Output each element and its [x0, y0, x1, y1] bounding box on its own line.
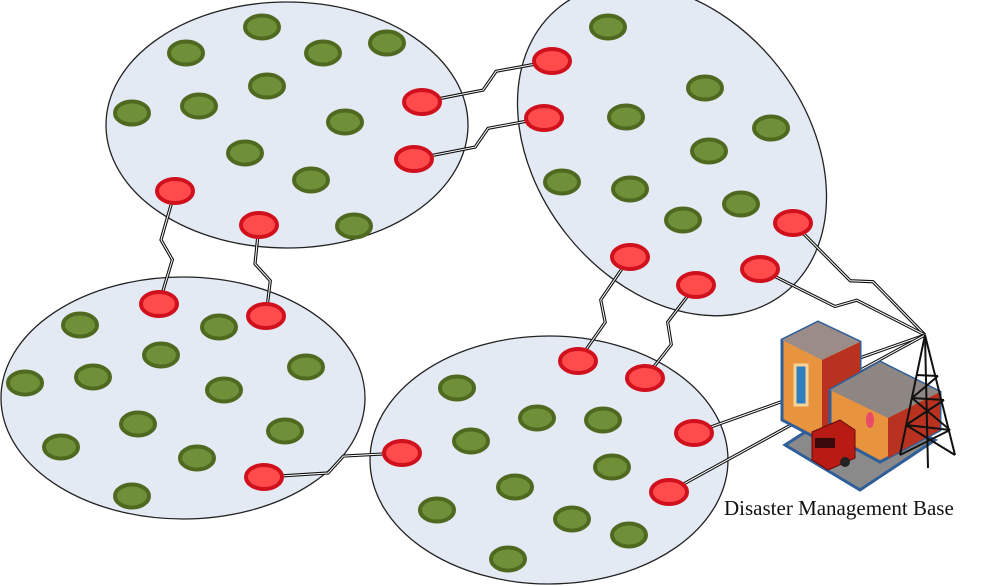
cluster-top-right — [516, 0, 828, 317]
sensor-node-green — [610, 521, 648, 549]
truck-window — [815, 438, 835, 448]
tower-roof — [782, 322, 860, 360]
sensor-node-green — [553, 505, 591, 533]
sensor-node-green — [452, 427, 490, 455]
sensor-node-green — [6, 369, 44, 397]
gateway-node-red — [773, 209, 813, 237]
sensor-node-green — [248, 72, 286, 100]
gateway-node-red — [139, 290, 179, 318]
sensor-node-green — [226, 139, 264, 167]
cluster-bottom-left — [0, 276, 366, 520]
wireless-link-inner — [421, 60, 553, 103]
sensor-node-green — [243, 13, 281, 41]
sensor-node-green — [113, 482, 151, 510]
sensor-node-green — [368, 29, 406, 57]
sensor-node-green — [326, 108, 364, 136]
sensor-node-green — [607, 103, 645, 131]
gateway-node-red — [524, 104, 564, 132]
cluster-top-left — [105, 1, 469, 249]
sensor-node-green — [113, 99, 151, 127]
disaster-management-base — [780, 320, 956, 492]
sensor-node-green — [167, 39, 205, 67]
sensor-node-green — [266, 417, 304, 445]
sensor-node-green — [518, 404, 556, 432]
sensor-node-green — [584, 406, 622, 434]
gateway-node-red — [244, 463, 284, 491]
antenna-tower-icon — [899, 334, 956, 469]
gateway-node-red — [382, 439, 422, 467]
sensor-node-green — [543, 168, 581, 196]
sensor-node-green — [752, 114, 790, 142]
truck-wheel — [840, 457, 850, 467]
gateway-node-red — [402, 88, 442, 116]
gateway-node-red — [155, 177, 195, 205]
sensor-node-green — [42, 433, 80, 461]
sensor-node-green — [200, 313, 238, 341]
sensor-node-green — [142, 341, 180, 369]
gateway-node-red — [610, 243, 650, 271]
wireless-link-inner — [577, 256, 631, 362]
sensor-node-green — [722, 190, 760, 218]
gateway-node-red — [625, 364, 665, 392]
wireless-link-inner — [644, 284, 697, 379]
wireless-link-inner — [792, 222, 926, 336]
sensor-node-green — [489, 545, 527, 573]
gateway-node-red — [676, 271, 716, 299]
sensor-node-green — [496, 473, 534, 501]
sensor-node-green — [593, 453, 631, 481]
wireless-link-inner — [158, 190, 176, 305]
gateway-node-red — [239, 211, 279, 239]
wireless-link-inner — [759, 268, 926, 336]
sensor-node-green — [686, 74, 724, 102]
gateway-node-red — [674, 419, 714, 447]
sensor-node-green — [74, 363, 112, 391]
sensor-node-green — [304, 39, 342, 67]
sensor-node-green — [664, 206, 702, 234]
sensor-node-green — [418, 496, 456, 524]
sensor-node-green — [205, 376, 243, 404]
sensor-node-green — [611, 175, 649, 203]
gateway-node-red — [246, 302, 286, 330]
sensor-node-green — [589, 13, 627, 41]
wireless-link-inner — [263, 452, 403, 478]
sensor-node-green — [438, 374, 476, 402]
door — [793, 363, 809, 407]
gateway-node-red — [532, 47, 572, 75]
base-label: Disaster Management Base — [724, 496, 954, 520]
gateway-node-red — [649, 478, 689, 506]
garage-roof — [830, 362, 940, 418]
sensor-node-green — [292, 166, 330, 194]
wireless-link-inner — [413, 117, 545, 160]
gateway-node-red — [558, 347, 598, 375]
gateway-node-red — [394, 145, 434, 173]
garage-lamp — [866, 412, 874, 428]
sensor-node-green — [335, 212, 373, 240]
gateway-node-red — [740, 255, 780, 283]
sensor-node-green — [180, 92, 218, 120]
cluster-bottom-right — [369, 335, 729, 585]
sensor-node-green — [178, 444, 216, 472]
sensor-node-green — [119, 410, 157, 438]
wireless-link-inner — [254, 224, 271, 317]
sensor-node-green — [690, 137, 728, 165]
sensor-node-green — [287, 353, 325, 381]
sensor-node-green — [61, 311, 99, 339]
